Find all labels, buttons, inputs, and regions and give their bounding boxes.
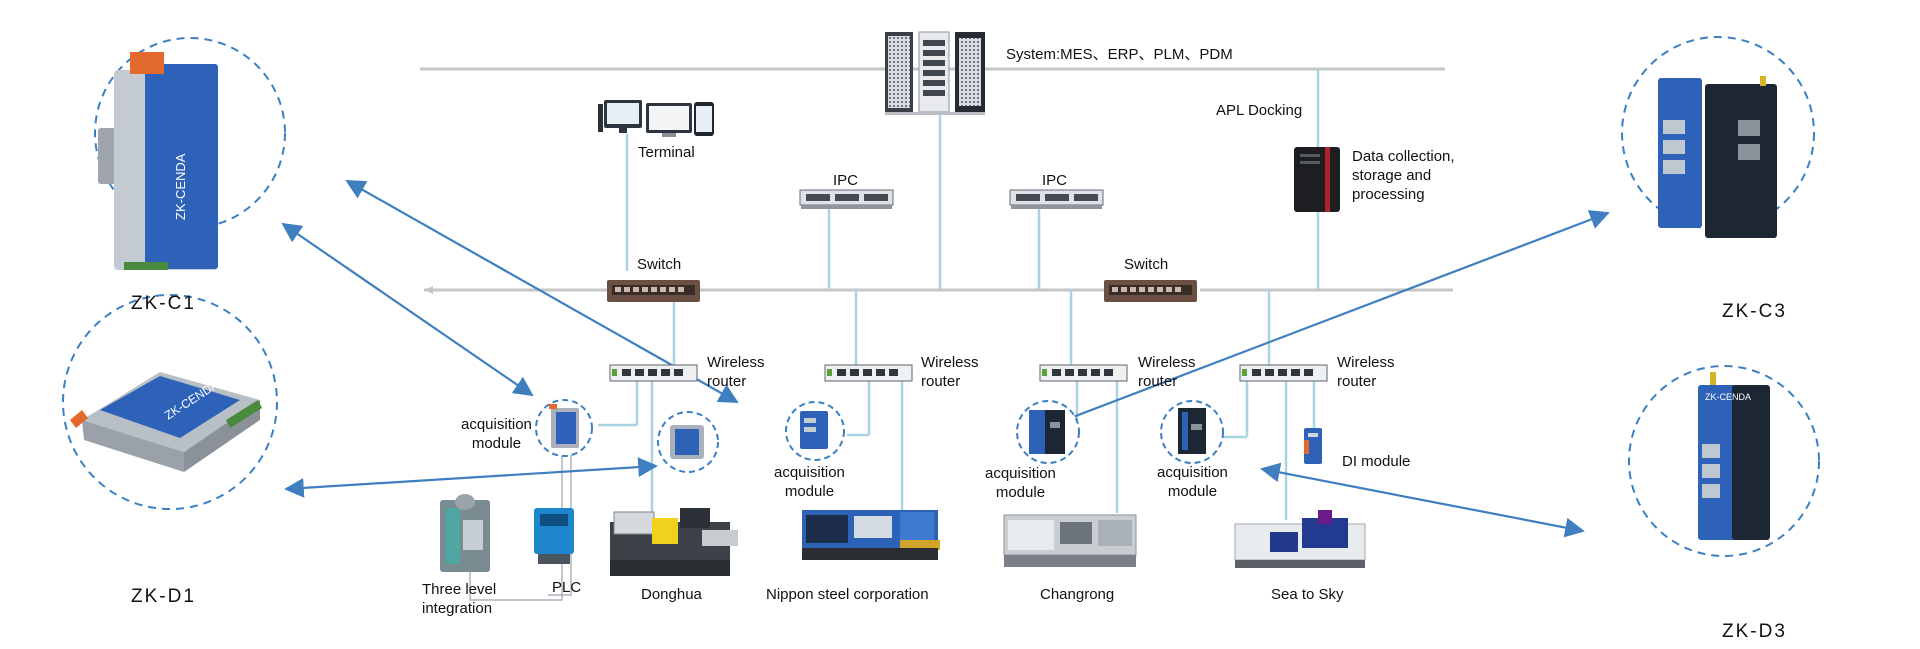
terminal-label: Terminal (638, 144, 695, 161)
product-zk-c1: ZK-CENDA (94, 37, 286, 270)
module-zkc3-small (1016, 400, 1080, 464)
machine-donghua (610, 508, 738, 576)
module-zkd1-small (657, 411, 719, 473)
injection-machines (610, 508, 1366, 576)
module-zkd3-small (1160, 400, 1224, 464)
di-module-label: DI module (1342, 453, 1411, 470)
terminal-devices (598, 100, 714, 137)
arrow-zkd1 (284, 457, 658, 498)
system-label: System:MES、ERP、PLM、PDM (1006, 46, 1233, 63)
machine-seatosky (1234, 510, 1366, 568)
ipc-units (799, 189, 1104, 209)
ipc-label-2: IPC (1042, 172, 1068, 189)
plc-label: PLC (552, 579, 582, 596)
arrow-zkd3 (1260, 462, 1585, 538)
server-cluster (885, 31, 985, 115)
machine-label-donghua: Donghua (641, 586, 702, 603)
three-level-device (440, 494, 490, 572)
switch-label-1: Switch (637, 256, 682, 273)
wireless-routers (609, 364, 1328, 382)
module-blue-small (785, 401, 845, 461)
arrow-zkc3 (1050, 210, 1610, 428)
acquisition-modules (535, 399, 1322, 473)
di-module-device (1304, 428, 1322, 464)
machine-label-seatosky: Sea to Sky (1271, 586, 1344, 603)
product-zk-d3: ZK-CENDA (1628, 365, 1820, 557)
module-zkc1-small (535, 399, 593, 457)
product-caption-zkc1: ZK-C1 (131, 293, 196, 314)
switch-units (607, 280, 1197, 302)
machine-changrong (1003, 514, 1137, 567)
product-zk-d1: ZK-CENDA (62, 294, 278, 510)
machine-label-changrong: Changrong (1040, 586, 1115, 603)
zkd3-brand-text: ZK-CENDA (1705, 392, 1751, 402)
product-caption-zkd1: ZK-D1 (131, 586, 196, 607)
machine-nippon (802, 510, 940, 560)
ipc-label-1: IPC (833, 172, 859, 189)
data-collection-label: Data collection, storage and processing (1352, 148, 1455, 203)
product-caption-zkd3: ZK-D3 (1722, 621, 1787, 642)
machine-label-nippon: Nippon steel corporation (766, 586, 929, 603)
switch-label-2: Switch (1124, 256, 1169, 273)
field-devices (440, 494, 574, 572)
plc-device (534, 508, 574, 564)
zkc1-brand-text: ZK-CENDA (173, 153, 188, 220)
apl-docking-label: APL Docking (1216, 102, 1303, 119)
arrow-zkc1-module (281, 222, 534, 397)
data-server-tower (1294, 147, 1340, 212)
product-caption-zkc3: ZK-C3 (1722, 301, 1787, 322)
arrows (281, 180, 1610, 538)
product-zk-c3 (1621, 36, 1815, 238)
